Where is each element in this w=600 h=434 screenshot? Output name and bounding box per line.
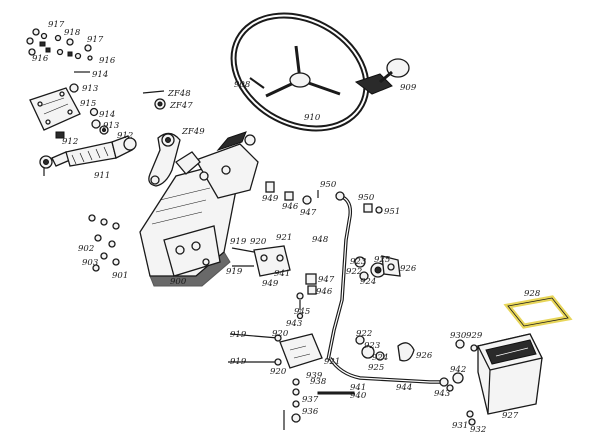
- pipe-944: [328, 357, 449, 387]
- label-942: 942: [450, 365, 466, 375]
- label-929: 929: [466, 331, 483, 341]
- washers-901-903: [88, 214, 120, 272]
- fastener-group-916-918: [26, 28, 93, 73]
- pitman-arm-zf49: [148, 132, 181, 187]
- label-920-b: 920: [272, 329, 289, 339]
- label-914-a: 914: [92, 70, 108, 80]
- label-949-b: 949: [262, 279, 279, 289]
- label-916-a: 916: [32, 54, 49, 64]
- steering-gearbox-900: [139, 131, 259, 287]
- label-913-b: 913: [103, 121, 119, 131]
- label-936: 936: [302, 407, 319, 417]
- fitting-950-951: [363, 203, 383, 214]
- label-917-b: 917: [87, 35, 104, 45]
- fittings-941-947: [296, 273, 317, 320]
- oil-tank-927: [446, 333, 543, 426]
- label-948: 948: [312, 235, 329, 245]
- label-925-b: 925: [368, 363, 384, 373]
- label-931: 931: [452, 421, 468, 431]
- valve-group-922-926-upper: [354, 255, 401, 281]
- label-926-a: 926: [400, 264, 417, 274]
- label-916-b: 916: [99, 56, 116, 66]
- label-943-b: 943: [434, 389, 450, 399]
- label-zf49: ZF49: [181, 127, 205, 137]
- label-950-a: 950: [320, 180, 337, 190]
- label-921-a: 921: [276, 233, 292, 243]
- label-941-b: 941: [350, 383, 366, 393]
- label-922-b: 922: [356, 329, 372, 339]
- label-941-a: 941: [274, 269, 290, 279]
- fittings-936-941: [283, 378, 355, 430]
- label-921-b: 921: [324, 357, 340, 367]
- fittings-946-949: [265, 181, 319, 205]
- label-924-a: 924: [360, 277, 376, 287]
- label-943: 943: [286, 319, 302, 329]
- label-932: 932: [470, 425, 486, 434]
- shift-knob-909: [354, 58, 410, 95]
- label-903: 903: [82, 258, 98, 268]
- label-945: 945: [294, 307, 310, 317]
- label-908: 908: [234, 80, 251, 90]
- label-924-b: 924: [372, 353, 388, 363]
- oil-pipe-948: [326, 191, 353, 361]
- drag-link-911: [39, 135, 137, 176]
- label-923-a: 923: [350, 257, 366, 267]
- housing-921-lower: [228, 333, 323, 369]
- label-939: 939: [306, 371, 323, 381]
- label-915: 915: [80, 99, 96, 109]
- cover-plate-915: [29, 83, 81, 131]
- label-923-b: 923: [364, 341, 380, 351]
- label-920-c: 920: [270, 367, 287, 377]
- label-946-a: 946: [282, 202, 299, 212]
- labels: 917 918 917 916 916 914 913 915 914 913 …: [32, 20, 541, 434]
- label-914-b: 914: [99, 110, 115, 120]
- label-zf47: ZF47: [169, 101, 193, 111]
- valve-group-922-926-lower: [355, 335, 415, 362]
- label-913-a: 913: [82, 84, 98, 94]
- parts-zf47-zf48: [142, 90, 166, 110]
- label-926-b: 926: [416, 351, 433, 361]
- label-911: 911: [94, 171, 110, 181]
- label-902: 902: [78, 244, 94, 254]
- steering-wheel-910: [230, 12, 370, 132]
- gasket-928-highlighted: [503, 295, 573, 329]
- label-947-b: 947: [318, 275, 335, 285]
- pin-908: [249, 77, 265, 89]
- label-946-b: 946: [316, 287, 333, 297]
- filter-housing-921: [231, 245, 291, 277]
- label-920-a: 920: [250, 237, 267, 247]
- label-950-b: 950: [358, 193, 375, 203]
- label-951: 951: [384, 207, 400, 217]
- label-927: 927: [502, 411, 519, 421]
- label-947-a: 947: [300, 208, 317, 218]
- label-918: 918: [64, 28, 81, 38]
- label-912-b: 912: [62, 137, 78, 147]
- label-919-c: 919: [230, 330, 247, 340]
- label-910: 910: [304, 113, 321, 123]
- label-919-d: 919: [230, 357, 247, 367]
- label-940: 940: [350, 391, 367, 401]
- label-900: 900: [170, 277, 187, 287]
- label-925-a: 925: [374, 255, 390, 265]
- label-917-a: 917: [48, 20, 65, 30]
- label-937: 937: [302, 395, 319, 405]
- label-938: 938: [310, 377, 327, 387]
- label-949: 949: [262, 194, 279, 204]
- nuts-913-914: [55, 107, 109, 139]
- label-922-a: 922: [346, 267, 362, 277]
- label-912-a: 912: [117, 131, 133, 141]
- label-901: 901: [112, 271, 128, 281]
- label-909: 909: [400, 83, 417, 93]
- label-919-a: 919: [230, 237, 247, 247]
- label-928: 928: [524, 289, 541, 299]
- label-zf48: ZF48: [167, 89, 191, 99]
- label-944: 944: [396, 383, 412, 393]
- label-930: 930: [450, 331, 467, 341]
- label-919-b: 919: [226, 267, 243, 277]
